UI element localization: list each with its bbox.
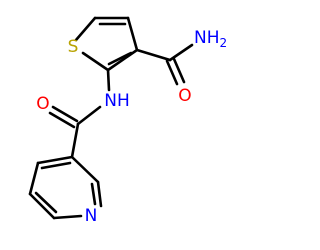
bond-camide-o-a	[165, 59, 179, 86]
bond-s-c5	[74, 16, 97, 42]
carbonyl-oxygen-label: O	[36, 94, 49, 114]
bond-c2-nh	[106, 68, 111, 92]
bond-pyr-c2-c3	[70, 155, 100, 184]
bond-camide-nh2	[168, 43, 194, 62]
amide-oxygen-label: O	[178, 86, 191, 106]
bond-pyr-c5-c6-inner	[34, 191, 58, 214]
bond-pyr-n-c2	[96, 180, 103, 208]
bonds-layer	[28, 16, 194, 220]
bond-ccarbonyl-o-b	[48, 111, 76, 129]
bond-c4-c3	[126, 16, 139, 52]
bond-c3-c2	[106, 48, 139, 72]
atom-labels-layer: S NH2 O NH O N	[36, 28, 227, 226]
sulfur-atom-label: S	[68, 37, 79, 57]
bond-ccarbonyl-pyr	[70, 122, 80, 159]
nh2-atom-label: NH2	[194, 28, 227, 50]
bond-ccarbonyl-o-a	[51, 105, 79, 123]
bond-camide-o-b	[172, 57, 186, 84]
bond-pyr-c3-c4	[36, 155, 74, 165]
bond-c3-c2-inner	[107, 51, 133, 66]
bond-c2-s	[81, 51, 110, 72]
pyridine-nitrogen-label: N	[85, 206, 98, 226]
nh2-main-text: NH	[194, 28, 220, 48]
bond-pyr-n-c2-inner	[90, 182, 97, 206]
bond-pyr-c5-c6	[28, 192, 56, 220]
bond-pyr-c4-c5	[28, 161, 40, 196]
bond-pyr-c6-n	[52, 214, 83, 220]
bond-nh-ccarbonyl	[76, 105, 102, 126]
nh2-subscript-text: 2	[220, 36, 228, 50]
molecule-diagram: S NH2 O NH O N	[28, 16, 227, 226]
bond-pyr-c3-c4-inner	[40, 161, 72, 170]
structure-svg: S NH2 O NH O N	[28, 16, 227, 226]
nh-atom-label: NH	[104, 91, 130, 111]
bond-c3-camide	[135, 48, 172, 62]
